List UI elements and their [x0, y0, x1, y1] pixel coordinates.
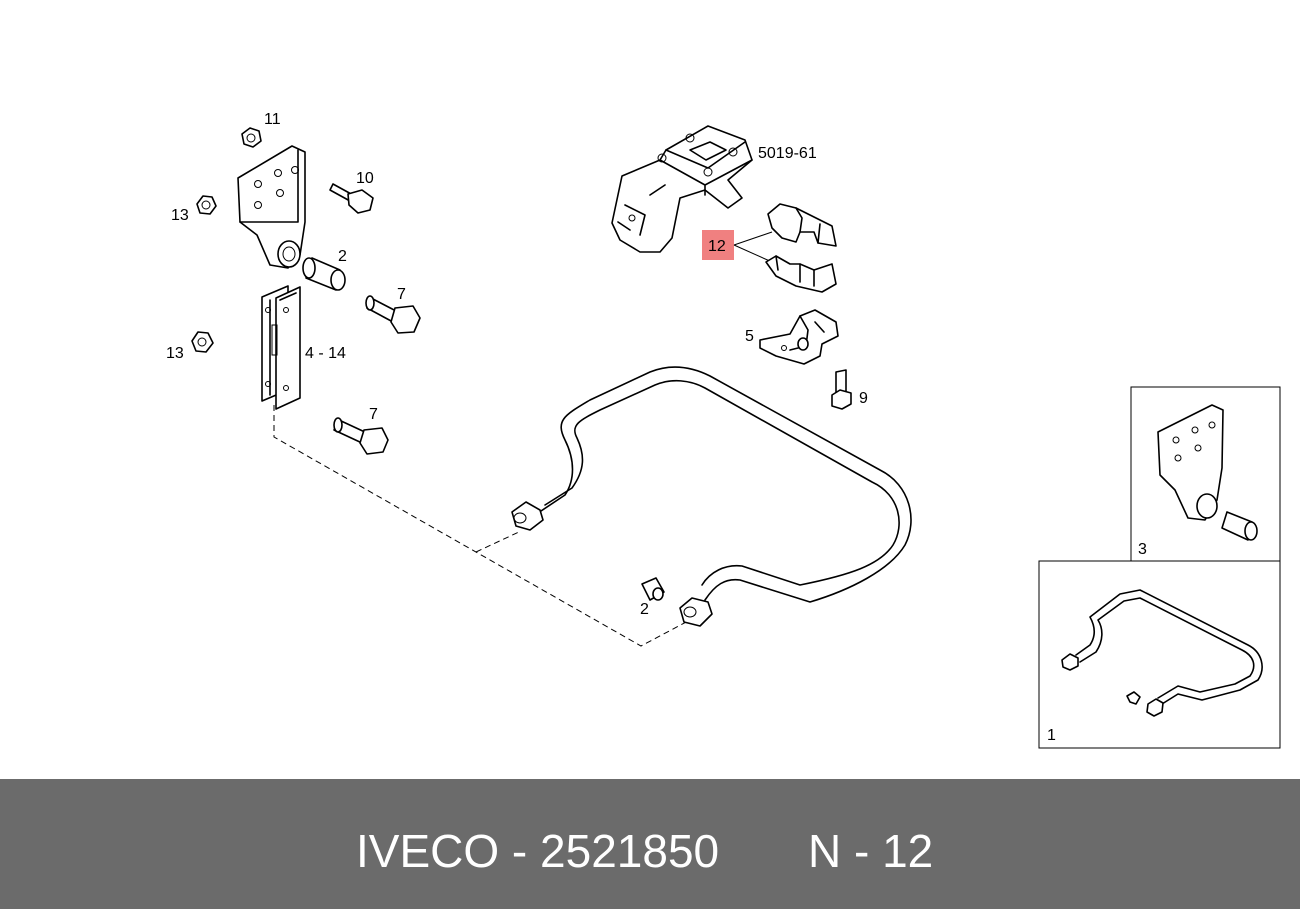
bolt-10[interactable] — [329, 183, 374, 214]
label-2-lower: 2 — [640, 601, 649, 618]
nut-13-upper[interactable] — [196, 195, 217, 215]
parts-diagram: 11 10 13 2 7 13 4 - 14 7 5019-61 12 5 9 … — [166, 111, 1281, 749]
label-3: 3 — [1138, 541, 1147, 558]
label-13-lower: 13 — [166, 345, 184, 362]
caption-bar: IVECO - 2521850 N - 12 — [0, 779, 1300, 909]
label-2-upper: 2 — [338, 248, 347, 265]
label-9: 9 — [859, 390, 868, 407]
stabilizer-bushing-12-upper[interactable] — [767, 203, 837, 247]
clamp-5[interactable] — [759, 309, 839, 365]
label-4-14: 4 - 14 — [305, 345, 346, 362]
plate-4-14[interactable] — [261, 285, 301, 410]
frame-bracket-5019-61[interactable] — [611, 125, 753, 253]
part-number-caption: IVECO - 2521850 — [356, 825, 720, 877]
inset-stabilizer-bar[interactable] — [1061, 589, 1263, 717]
nut-11[interactable] — [241, 127, 262, 148]
nut-13-lower[interactable] — [191, 331, 214, 353]
inset-frame-1 — [1038, 560, 1281, 749]
label-13-upper: 13 — [171, 207, 189, 224]
leader-12 — [733, 231, 773, 263]
bolt-7-lower[interactable] — [333, 417, 389, 455]
label-12: 12 — [708, 238, 726, 255]
label-5019-61: 5019-61 — [758, 145, 817, 162]
label-5: 5 — [745, 328, 754, 345]
bolt-9[interactable] — [831, 369, 852, 410]
label-11: 11 — [264, 111, 281, 128]
stabilizer-bushing-12-lower[interactable] — [765, 255, 837, 293]
bolt-7-upper[interactable] — [365, 295, 421, 334]
bushing-2-upper[interactable] — [302, 257, 346, 291]
position-caption: N - 12 — [808, 825, 934, 877]
bracket-upper[interactable] — [237, 145, 306, 269]
label-1: 1 — [1047, 727, 1056, 744]
bushing-2-lower[interactable] — [641, 577, 665, 601]
inset-bracket-assembly[interactable] — [1157, 404, 1258, 541]
stabilizer-bar[interactable] — [511, 366, 912, 627]
highlight-marker-12 — [702, 230, 734, 260]
label-7-lower: 7 — [369, 406, 378, 423]
leader-line-dashed — [273, 405, 691, 647]
label-10: 10 — [356, 170, 374, 187]
label-7-upper: 7 — [397, 286, 406, 303]
